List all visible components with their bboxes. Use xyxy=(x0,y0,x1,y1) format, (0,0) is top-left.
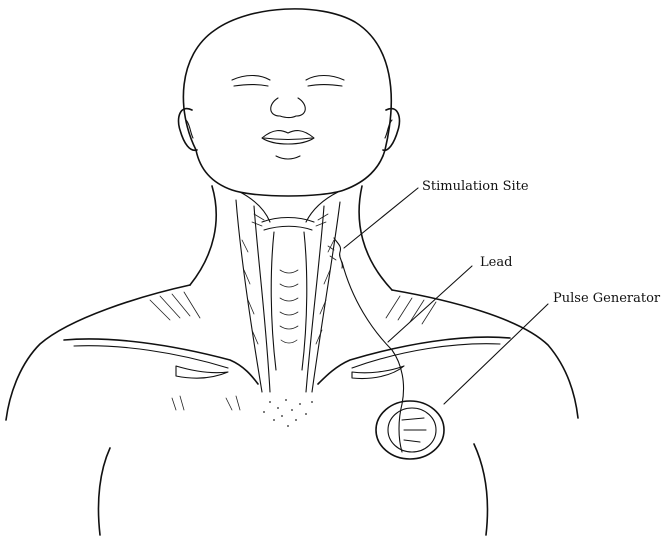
shoulders xyxy=(6,285,578,427)
leader-lines xyxy=(344,188,548,404)
head xyxy=(179,9,400,196)
torso xyxy=(98,444,487,535)
neck xyxy=(190,186,392,392)
pulse-generator-label: Pulse Generator xyxy=(553,291,661,306)
pulse-generator-icon xyxy=(376,401,444,459)
stimulation-site-label: Stimulation Site xyxy=(422,179,529,194)
lead-label: Lead xyxy=(480,255,512,270)
stipple xyxy=(263,399,313,427)
